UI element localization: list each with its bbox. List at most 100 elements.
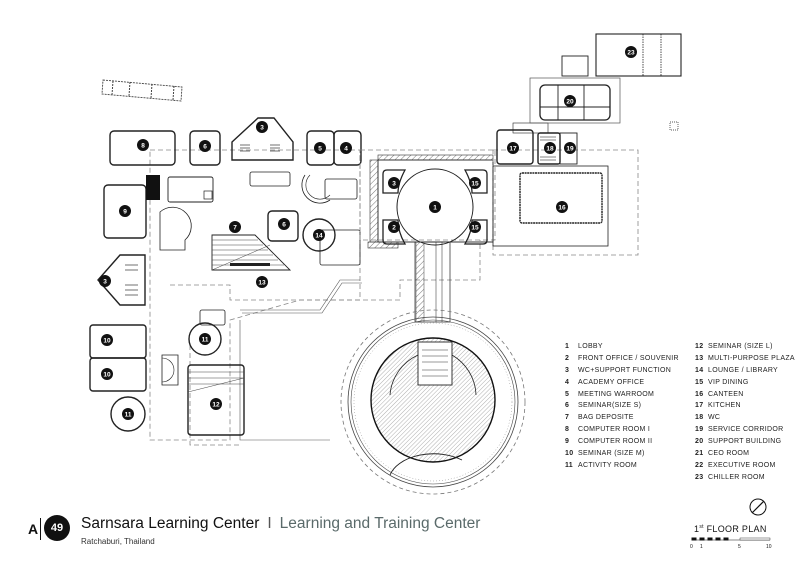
- legend-item: 5 MEETING WARROOM: [565, 389, 679, 401]
- room-tag-10: 10: [101, 334, 113, 346]
- room-tag-badge: [256, 121, 268, 133]
- room-3-wc-lobby: [382, 169, 407, 194]
- legend-number: 3: [565, 366, 570, 374]
- legend-number: 5: [565, 390, 570, 398]
- room-tag-badge: [199, 140, 211, 152]
- legend-label: MULTI-PURPOSE PLAZA: [708, 354, 795, 362]
- room-tag-badge: [507, 142, 519, 154]
- room-tag-3: 3: [99, 275, 111, 287]
- room-tag-number: 2: [392, 224, 396, 231]
- legend-label: EXECUTIVE ROOM: [708, 461, 776, 469]
- room-tag-11: 11: [122, 408, 134, 420]
- room-tag-badge: [340, 142, 352, 154]
- legend-label: CEO ROOM: [708, 450, 750, 458]
- legend-number: 16: [695, 390, 704, 398]
- outbuilding-outline: [101, 79, 183, 102]
- room-tag-4: 4: [340, 142, 352, 154]
- legend-item: 12 SEMINAR (SIZE L): [695, 341, 795, 353]
- room-tag-17: 17: [507, 142, 519, 154]
- room-tag-3: 3: [256, 121, 268, 133]
- room-tag-number: 6: [203, 143, 207, 150]
- auditorium-hall: [370, 337, 496, 463]
- room-10-seminar-m-top: [89, 324, 147, 359]
- room-23-chiller-room: [595, 33, 682, 77]
- legend-label: FRONT OFFICE / SOUVENIR: [578, 354, 679, 362]
- legend-item: 2 FRONT OFFICE / SOUVENIR: [565, 353, 679, 365]
- room-tag-number: 4: [344, 145, 348, 152]
- legend-label: LOBBY: [578, 343, 603, 350]
- room-tag-badge: [564, 142, 576, 154]
- room-tag-number: 1: [433, 204, 437, 211]
- room-tag-badge: [137, 139, 149, 151]
- legend-label: WC+SUPPORT FUNCTION: [578, 366, 672, 374]
- legend-label: SEMINAR (SIZE M): [578, 450, 645, 458]
- room-tag-15: 15: [469, 177, 481, 189]
- legend-number: 2: [565, 354, 570, 362]
- room-tag-23: 23: [625, 46, 637, 58]
- room-tag-12: 12: [210, 398, 222, 410]
- room-tag-5: 5: [314, 142, 326, 154]
- room-tag-number: 12: [212, 401, 220, 408]
- room-17-kitchen: [496, 129, 534, 165]
- title-separator: I: [267, 515, 272, 532]
- room-tag-number: 18: [546, 145, 554, 152]
- room-tag-number: 16: [558, 204, 566, 211]
- room-tag-18: 18: [544, 142, 556, 154]
- legend-label: SEMINAR (SIZE L): [708, 343, 773, 350]
- scale-label-0: 0: [690, 544, 693, 550]
- legend-number: 22: [695, 461, 704, 469]
- room-tag-number: 15: [471, 224, 479, 231]
- room-tag-badge: [313, 229, 325, 241]
- room-4-academy-office: [333, 130, 362, 166]
- room-6-seminar-s-mid: [267, 210, 299, 242]
- room-9-computer-room-2: [103, 184, 147, 239]
- room-tag-badge: [210, 398, 222, 410]
- legend-item: 21 CEO ROOM: [695, 448, 795, 460]
- room-tag-badge: [101, 334, 113, 346]
- room-11-activity-room-bottom: [110, 396, 146, 432]
- legend-label: MEETING WARROOM: [578, 390, 655, 398]
- legend-item: 3 WC+SUPPORT FUNCTION: [565, 365, 679, 377]
- room-1-lobby: [396, 168, 474, 246]
- legend-number: 10: [565, 450, 574, 458]
- legend-number: 19: [695, 426, 704, 434]
- room-tag-number: 3: [260, 124, 264, 131]
- legend-number: 12: [695, 343, 704, 350]
- lobby-building-outline: [359, 149, 496, 241]
- room-tag-badge: [388, 177, 400, 189]
- legend-number: 21: [695, 450, 704, 458]
- room-tag-badge: [625, 46, 637, 58]
- room-3-wc-left: [97, 254, 146, 306]
- room-tag-number: 3: [103, 278, 107, 285]
- room-tag-badge: [469, 177, 481, 189]
- room-tag-number: 11: [125, 411, 132, 418]
- legend-number: 8: [565, 426, 570, 434]
- room-tag-number: 8: [141, 142, 145, 149]
- legend-label: SUPPORT BUILDING: [708, 438, 782, 446]
- plan-title-number: 1: [694, 524, 700, 534]
- room-3-wc-top: [231, 117, 294, 161]
- legend-number: 18: [695, 414, 704, 422]
- room-tag-badge: [199, 333, 211, 345]
- legend-number: 15: [695, 378, 704, 386]
- plan-title-suffix: st: [699, 524, 704, 530]
- room-tag-19: 19: [564, 142, 576, 154]
- north-arrow-icon: [749, 498, 767, 516]
- room-tag-number: 23: [627, 49, 635, 56]
- room-12-seminar-l: [187, 364, 245, 436]
- room-tag-13: 13: [256, 276, 268, 288]
- legend-number: 4: [565, 378, 570, 386]
- room-tag-badge: [388, 221, 400, 233]
- legend-number: 11: [565, 461, 573, 469]
- room-tag-9: 9: [119, 205, 131, 217]
